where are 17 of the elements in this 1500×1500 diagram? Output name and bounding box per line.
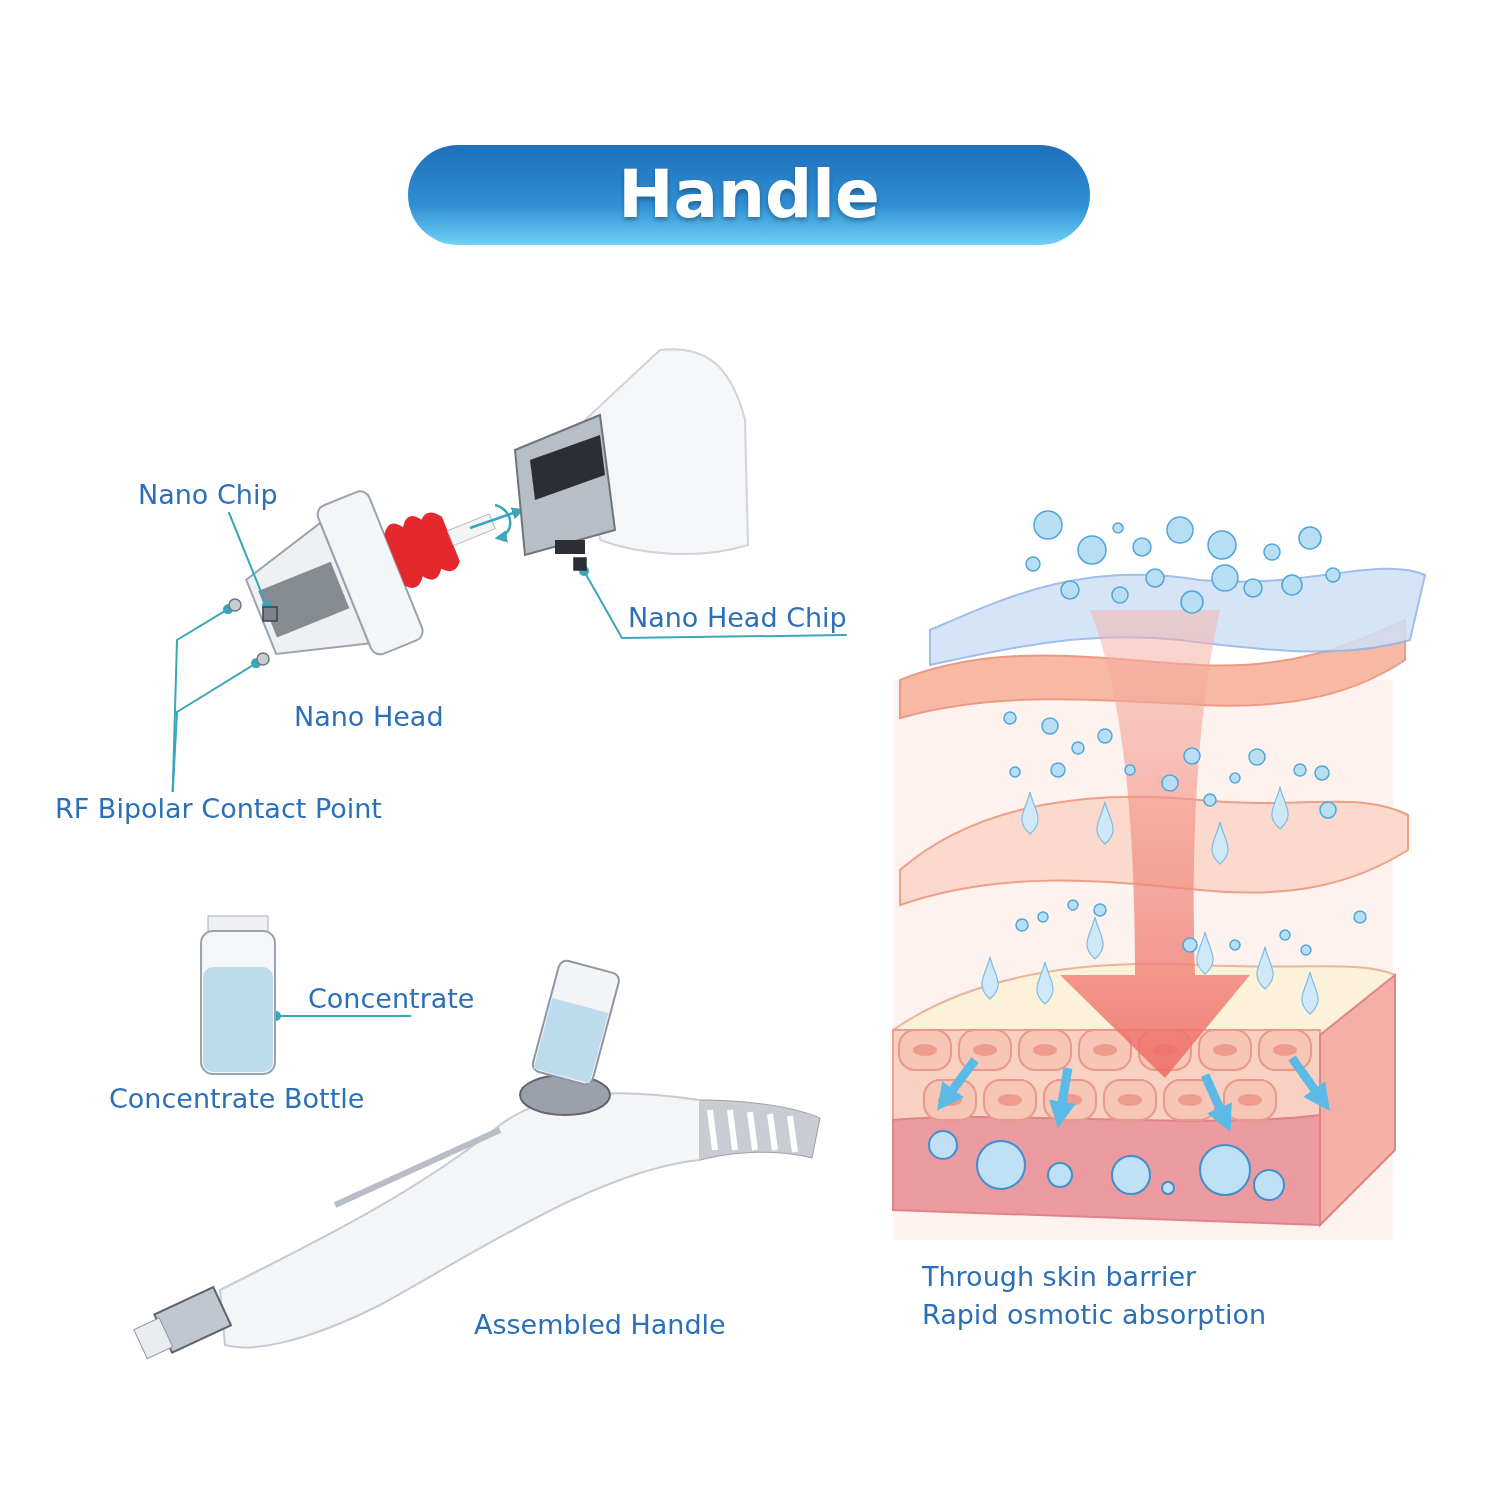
callout-label: RF Bipolar Contact Point [55,792,382,826]
callout-label: Concentrate [308,982,475,1016]
contact-pin [228,598,242,612]
callout-label: Nano Chip [138,478,278,512]
leader-line [579,566,848,639]
nano-chip [262,606,278,622]
callout-label: Nano Head Chip [628,601,847,635]
leader-line [171,658,261,793]
title-banner: Handle [408,145,1090,245]
part-label: Nano Head [294,700,444,734]
contact-pin [256,652,270,666]
part-label: Through skin barrier [922,1260,1197,1294]
chip-stub [573,557,587,571]
bottle-picture [200,915,276,1075]
part-label: Rapid osmotic absorption [922,1298,1267,1332]
part-label: Concentrate Bottle [109,1082,365,1116]
part-label: Assembled Handle [474,1308,726,1342]
